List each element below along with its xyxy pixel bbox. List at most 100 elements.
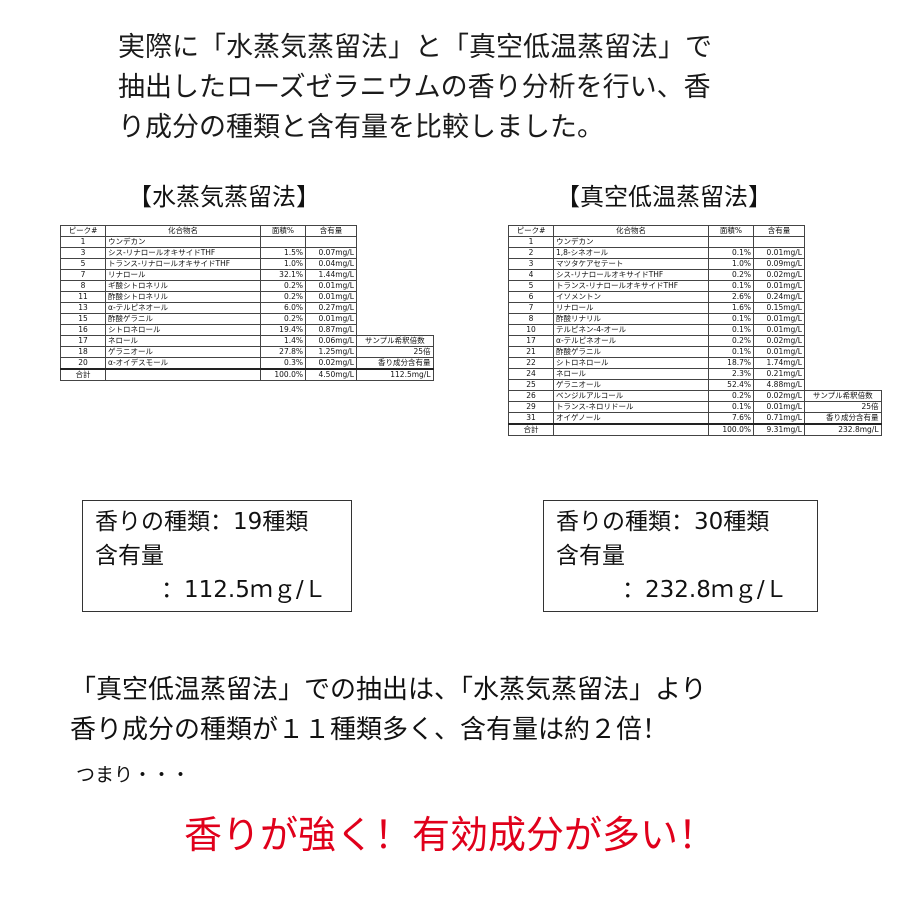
content-amount: 0.24mg/L bbox=[753, 291, 805, 303]
summary-types: 香りの種類：30種類 bbox=[556, 509, 770, 535]
note-cell-empty bbox=[805, 336, 882, 347]
content-amount: 0.87mg/L bbox=[305, 324, 357, 336]
compound-name: ネロール bbox=[105, 335, 261, 347]
area-percent: 32.1% bbox=[260, 269, 306, 281]
area-percent: 0.1% bbox=[708, 346, 754, 358]
peak-number: 26 bbox=[508, 390, 554, 402]
note-cell-empty bbox=[805, 248, 882, 259]
peak-number: 17 bbox=[508, 335, 554, 347]
compound-name: ウンデカン bbox=[553, 236, 709, 248]
compound-name: シス-リナロールオキサイドTHF bbox=[105, 247, 261, 259]
content-amount: 0.01mg/L bbox=[753, 313, 805, 325]
note-cell: 25倍 bbox=[356, 346, 434, 358]
peak-number: 11 bbox=[60, 291, 106, 303]
total-name-empty bbox=[105, 368, 261, 381]
total-fragrance-content: 112.5mg/L bbox=[356, 368, 434, 381]
peak-number: 3 bbox=[60, 247, 106, 259]
note-cell: サンプル希釈倍数 bbox=[356, 335, 434, 347]
peak-number: 3 bbox=[508, 258, 554, 270]
peak-number: 17 bbox=[60, 335, 106, 347]
note-cell-empty bbox=[805, 281, 882, 292]
compound-name: イソメントン bbox=[553, 291, 709, 303]
content-amount: 0.02mg/L bbox=[305, 357, 357, 370]
note-cell-empty bbox=[357, 226, 434, 237]
compound-name: シトロネロール bbox=[105, 324, 261, 336]
area-percent bbox=[260, 236, 306, 248]
conclusion-line: 香り成分の種類が１１種類多く、含有量は約２倍！ bbox=[70, 715, 669, 745]
area-percent: 2.3% bbox=[708, 368, 754, 380]
note-cell-empty bbox=[805, 270, 882, 281]
note-cell-empty bbox=[805, 380, 882, 391]
steam-summary-box: 香りの種類：19種類 含有量 ：112.5ｍｇ/Ｌ bbox=[82, 500, 352, 612]
area-percent: 19.4% bbox=[260, 324, 306, 336]
content-amount: 0.21mg/L bbox=[753, 368, 805, 380]
peak-number: 31 bbox=[508, 412, 554, 425]
area-percent: 1.6% bbox=[708, 302, 754, 314]
peak-number: 1 bbox=[508, 236, 554, 248]
area-percent: 2.6% bbox=[708, 291, 754, 303]
emphasis-text: 香りが強く！有効成分が多い！ bbox=[183, 813, 716, 857]
column-header: 化合物名 bbox=[553, 225, 709, 237]
content-amount bbox=[305, 236, 357, 248]
compound-name: ギ酸シトロネリル bbox=[105, 280, 261, 292]
conclusion-line: 「真空低温蒸留法」での抽出は、「水蒸気蒸留法」より bbox=[70, 675, 707, 705]
intro-line: 実際に「水蒸気蒸留法」と「真空低温蒸留法」で bbox=[118, 32, 712, 63]
note-cell-empty bbox=[357, 270, 434, 281]
note-cell-empty bbox=[805, 237, 882, 248]
compound-name: 酢酸シトロネリル bbox=[105, 291, 261, 303]
compound-name: α-オイデスモール bbox=[105, 357, 261, 370]
area-percent: 52.4% bbox=[708, 379, 754, 391]
conclusion-text: 「真空低温蒸留法」での抽出は、「水蒸気蒸留法」より 香り成分の種類が１１種類多く… bbox=[70, 670, 860, 750]
summary-content-value: ：232.8ｍｇ/Ｌ bbox=[622, 577, 788, 603]
note-cell: 香り成分含有量 bbox=[804, 412, 882, 425]
content-amount: 0.15mg/L bbox=[753, 302, 805, 314]
peak-number: 22 bbox=[508, 357, 554, 369]
area-percent: 1.5% bbox=[260, 247, 306, 259]
content-amount: 1.74mg/L bbox=[753, 357, 805, 369]
note-cell-empty bbox=[357, 248, 434, 259]
note-cell-empty bbox=[805, 347, 882, 358]
note-cell-empty bbox=[805, 292, 882, 303]
peak-number: 25 bbox=[508, 379, 554, 391]
compound-name: リナロール bbox=[105, 269, 261, 281]
peak-number: 1 bbox=[60, 236, 106, 248]
area-percent: 0.2% bbox=[260, 280, 306, 292]
content-amount: 1.25mg/L bbox=[305, 346, 357, 358]
note-cell-empty bbox=[357, 237, 434, 248]
table-header-row: ピーク#化合物名面積%含有量 bbox=[60, 225, 434, 237]
note-cell-empty bbox=[357, 303, 434, 314]
note-cell: 25倍 bbox=[804, 401, 882, 413]
note-cell-empty bbox=[357, 281, 434, 292]
content-amount: 4.88mg/L bbox=[753, 379, 805, 391]
compound-name: トランス-ネロリドール bbox=[553, 401, 709, 413]
note-cell-empty bbox=[805, 369, 882, 380]
area-percent: 27.8% bbox=[260, 346, 306, 358]
compound-name: ベンジルアルコール bbox=[553, 390, 709, 402]
note-cell-empty bbox=[357, 314, 434, 325]
area-percent: 0.2% bbox=[260, 313, 306, 325]
area-percent: 0.2% bbox=[708, 390, 754, 402]
compound-name: テルピネン-4-オール bbox=[553, 324, 709, 336]
content-amount: 0.01mg/L bbox=[305, 280, 357, 292]
peak-number: 8 bbox=[508, 313, 554, 325]
content-amount: 0.01mg/L bbox=[753, 324, 805, 336]
note-cell-empty bbox=[805, 303, 882, 314]
peak-number: 18 bbox=[60, 346, 106, 358]
total-amount: 9.31mg/L bbox=[753, 423, 805, 436]
content-amount: 0.01mg/L bbox=[753, 401, 805, 413]
